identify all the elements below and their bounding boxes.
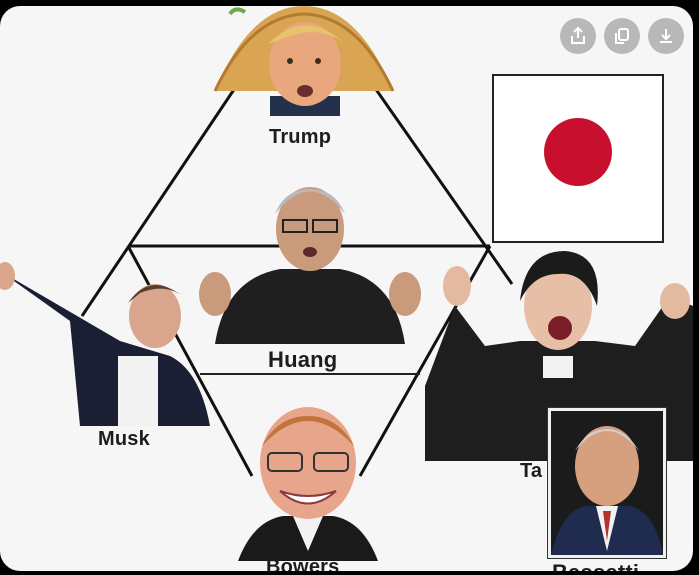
- trump-taco-photo: [210, 6, 398, 116]
- japan-flag: [492, 74, 664, 243]
- line-trump-musk: [80, 87, 237, 317]
- label-trump: Trump: [269, 126, 332, 148]
- share-icon: [571, 26, 585, 44]
- bassetti-photo: [547, 407, 667, 559]
- musk-photo: [0, 261, 215, 426]
- bowers-photo: [238, 401, 378, 561]
- label-musk: Musk: [98, 428, 150, 450]
- huang-photo: [185, 174, 435, 344]
- download-button[interactable]: [648, 18, 684, 54]
- download-icon: [660, 29, 672, 43]
- label-bowers: Bowers: [266, 556, 340, 571]
- copy-button[interactable]: [604, 18, 640, 54]
- label-takaichi: Ta: [520, 460, 543, 482]
- image-card: Trump Huang Musk: [0, 6, 693, 571]
- flag-red-disc: [544, 118, 612, 186]
- share-button[interactable]: [560, 18, 596, 54]
- line-left-diag: [126, 245, 254, 477]
- copy-icon: [615, 28, 629, 44]
- line-trump-takaichi: [373, 87, 514, 285]
- label-bassetti: Bassetti: [552, 560, 639, 571]
- label-huang: Huang: [268, 347, 338, 372]
